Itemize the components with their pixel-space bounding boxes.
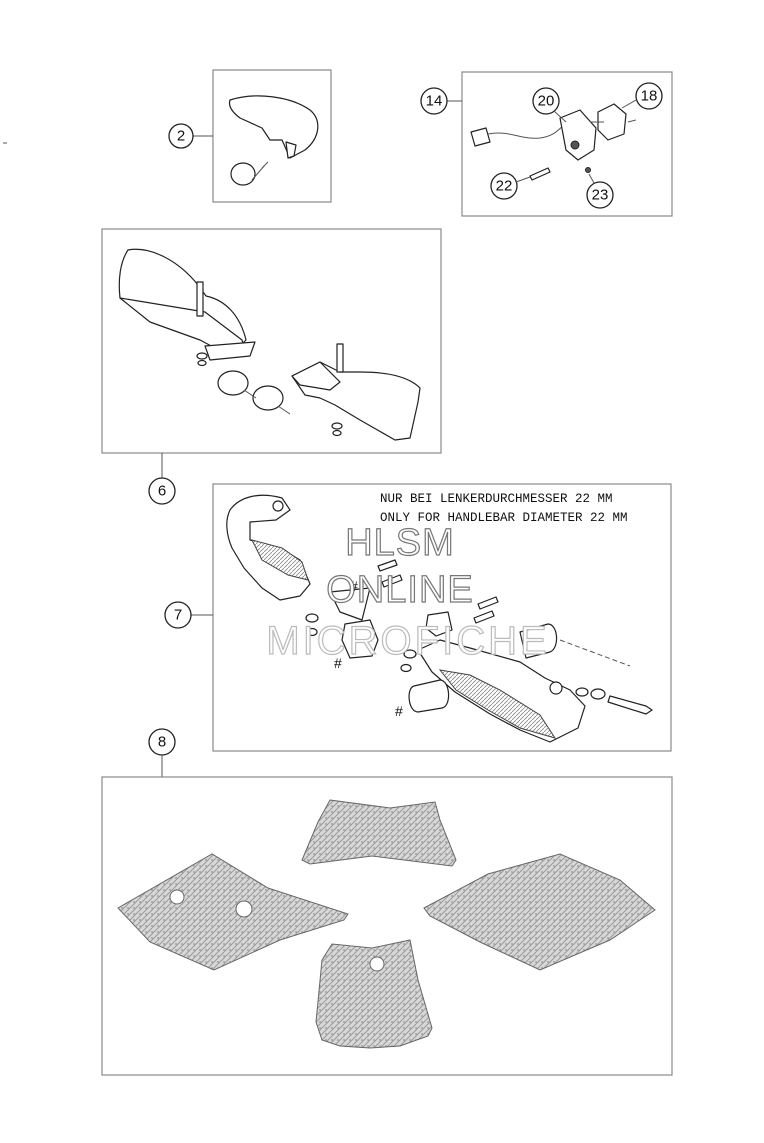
- handguard-small: [228, 95, 319, 159]
- callout-14-circle: [420, 87, 448, 115]
- group-7-frame: [212, 483, 672, 752]
- washer-2: [306, 627, 318, 637]
- callout-23-label: 23: [592, 187, 609, 204]
- callout-18-circle: [635, 82, 663, 110]
- nut-5: [590, 688, 606, 700]
- clamp-tails: [243, 389, 291, 415]
- lower-mount-hole: [549, 681, 563, 695]
- watermark-line-2: ONLINE: [326, 569, 473, 611]
- bolt-upper-1: [377, 559, 398, 572]
- handguard-upper-shade: [251, 539, 309, 581]
- bracket-left: [329, 587, 371, 621]
- callout-7-label: 7: [174, 607, 182, 624]
- note-line-1: NUR BEI LENKERDURCHMESSER 22 MM: [380, 492, 613, 506]
- decal-left: [117, 853, 349, 971]
- handguard-lower-shade: [438, 669, 557, 739]
- watermark: HLSM ONLINE MICROFICHE: [266, 521, 549, 663]
- clamp-block-left: [341, 619, 379, 659]
- hash-mark-3: #: [395, 703, 403, 719]
- decal-left-hole-1: [169, 889, 185, 905]
- indicator-wire: [487, 123, 566, 139]
- group-14: 14 20 18 22 23: [420, 71, 673, 217]
- group-14-frame: [461, 71, 673, 217]
- group-8: 8: [101, 728, 673, 1076]
- wire-connector: [470, 127, 491, 147]
- callout-18-label: 18: [641, 88, 658, 105]
- callout-6-label: 6: [158, 483, 166, 500]
- hash-mark-2: #: [334, 655, 342, 671]
- decal-right: [423, 853, 656, 971]
- nut-right-2: [332, 429, 342, 437]
- leader-18: [621, 99, 637, 109]
- decal-bottom-hole: [369, 956, 385, 972]
- callout-7-circle: [164, 601, 192, 629]
- callout-23-circle: [586, 181, 614, 209]
- decal-left-hole-2: [235, 900, 253, 918]
- watermark-line-1: HLSM: [345, 522, 455, 564]
- handguard-tab: [285, 141, 297, 159]
- callout-22-label: 22: [496, 178, 513, 195]
- screw-22: [529, 167, 551, 181]
- decal-bottom: [315, 939, 433, 1049]
- note-line-2: ONLY FOR HANDLEBAR DIAMETER 22 MM: [380, 511, 628, 525]
- washer-5: [575, 687, 589, 697]
- bolt-upper-4: [473, 610, 495, 624]
- nut-right-1: [331, 422, 343, 430]
- spacer-sleeve: [408, 679, 450, 713]
- washer-3: [403, 649, 417, 659]
- indicator-bulb: [570, 140, 580, 150]
- nut-23: [585, 167, 591, 173]
- callout-2-circle: [168, 123, 194, 149]
- callout-2-label: 2: [177, 128, 185, 145]
- bolt-upper-2: [381, 574, 403, 588]
- bolt-left: [196, 281, 204, 317]
- callout-8-label: 8: [158, 734, 166, 751]
- clamp-block-right: [425, 611, 453, 637]
- clamp-ring-1: [217, 370, 249, 396]
- handlebar-grip: [519, 623, 558, 659]
- group-6-frame: [101, 228, 442, 454]
- group-2: 2: [168, 69, 332, 203]
- lens-screw: [627, 119, 637, 123]
- bolt-long: [607, 695, 653, 715]
- bolt-upper-3: [477, 596, 499, 610]
- callout-14-label: 14: [426, 93, 443, 110]
- handlebar-axis: [559, 639, 631, 667]
- group-8-frame: [101, 776, 673, 1076]
- watermark-line-3: MICROFICHE: [266, 619, 549, 663]
- decal-top: [301, 799, 457, 867]
- nut-left-1: [196, 352, 208, 360]
- callout-22-circle: [490, 172, 518, 200]
- nut-left-2: [197, 359, 207, 367]
- clamp-ring-2: [252, 385, 284, 411]
- group-7: NUR BEI LENKERDURCHMESSER 22 MM ONLY FOR…: [164, 483, 672, 752]
- callout-6-circle: [148, 477, 176, 505]
- leader-20: [553, 110, 567, 123]
- cable-tie-tail: [251, 161, 269, 181]
- bolt-right: [336, 343, 344, 373]
- indicator-lens: [597, 103, 627, 141]
- callout-20-label: 20: [538, 93, 555, 110]
- handguard-right-top: [291, 361, 341, 391]
- leader-22: [515, 176, 531, 183]
- callout-20-circle: [532, 87, 560, 115]
- handguard-left-tab: [204, 341, 256, 361]
- washer-4: [400, 663, 412, 673]
- indicator-housing: [559, 109, 597, 161]
- group-6: 6: [101, 228, 442, 505]
- upper-mount-hole: [272, 500, 284, 512]
- hash-mark-1: #: [350, 578, 358, 594]
- leader-23: [588, 173, 595, 184]
- cable-tie-loop: [230, 162, 256, 186]
- washer-1: [305, 613, 319, 623]
